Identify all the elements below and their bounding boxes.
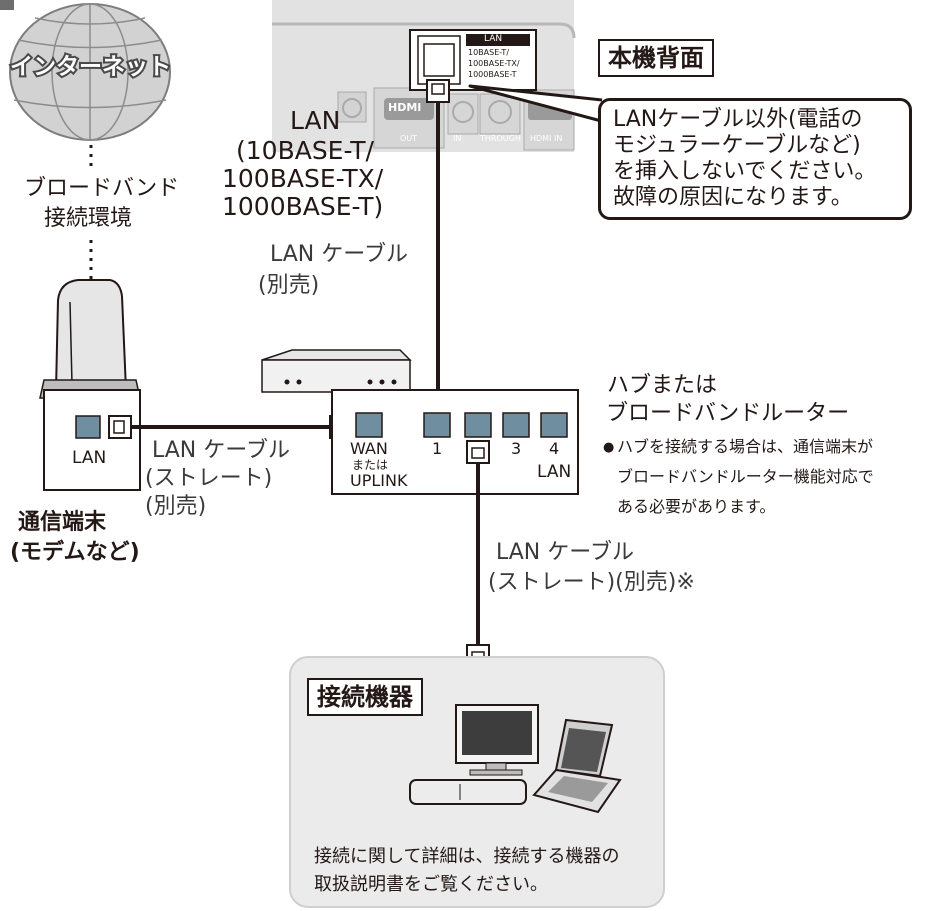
modem-port-label: LAN xyxy=(72,448,107,468)
hub-uplink-label: UPLINK xyxy=(350,471,408,490)
hub-device xyxy=(261,349,579,495)
lan-spec-line3: 100BASE-TX/ xyxy=(222,164,384,193)
cable-left-line2: (ストレート) xyxy=(145,466,273,491)
hub-note-bullet: ● xyxy=(603,440,615,455)
caution-line1: LANケーブル以外(電話の xyxy=(613,107,863,132)
recorder-icon xyxy=(409,779,527,805)
hub-wan-or: または xyxy=(352,458,389,472)
cable-top-line1: LAN ケーブル xyxy=(270,242,408,267)
lan-spec-line2: (10BASE-T/ xyxy=(236,136,374,165)
caution-callout: LANケーブル以外(電話の モジュラーケーブルなど) を挿入しないでください。 … xyxy=(598,98,912,220)
caution-pointer xyxy=(468,84,606,124)
unit-port-spec-1: 10BASE-T/ xyxy=(468,48,510,57)
hub-port-number-1: 1 xyxy=(432,439,443,458)
jack-label-hdmi-in: HDMI IN xyxy=(530,134,563,143)
hub-note-line1: ハブを接続する場合は、通信端末が xyxy=(617,437,874,456)
hub-wan-label: WAN xyxy=(350,439,388,458)
cable-left-line3: (別売) xyxy=(145,494,207,519)
unit-port-spec-2: 100BASE-TX/ xyxy=(468,59,520,68)
devices-note-line1: 接続に関して詳細は、接続する機器の xyxy=(314,846,620,867)
jack-label-through: THROUGH xyxy=(480,134,521,143)
lan-plug-icon xyxy=(108,415,132,439)
unit-port-label: LAN xyxy=(484,34,503,44)
hub-note-line2: ブロードバンドルーター機能対応で xyxy=(617,467,874,486)
lan-spec-line4: 1000BASE-T) xyxy=(222,192,384,221)
broadband-line2: 接続環境 xyxy=(44,206,133,231)
jack-label-out: OUT xyxy=(400,134,418,143)
lan-spec-line1: LAN xyxy=(290,106,341,135)
modem-name-line1: 通信端末 xyxy=(18,510,107,535)
corner-tab xyxy=(0,0,14,10)
hub-port-number-3: 3 xyxy=(511,439,522,458)
unit-port-spec-3: 1000BASE-T xyxy=(468,70,517,79)
cable-left-line1: LAN ケーブル xyxy=(152,438,290,463)
jack-label-in: IN xyxy=(453,134,462,143)
internet-label: インターネット xyxy=(8,52,173,82)
caution-line3: を挿入しないでください。 xyxy=(613,158,877,184)
hub-title-line1: ハブまたは xyxy=(607,373,718,398)
lan-plug-icon xyxy=(426,79,450,103)
devices-title: 接続機器 xyxy=(307,678,423,717)
hub-port-number-4: 4 xyxy=(549,439,560,458)
hub-title-line2: ブロードバンドルーター xyxy=(606,401,850,426)
tv-icon xyxy=(455,704,539,776)
caution-line4: 故障の原因になります。 xyxy=(613,184,853,210)
cable-bottom-line2: (ストレート)(別売)※ xyxy=(488,570,695,595)
unit-back-title: 本機背面 xyxy=(598,39,714,78)
cable-top-line2: (別売) xyxy=(258,273,320,298)
broadband-line1: ブロードバンド xyxy=(24,176,180,201)
hub-lan-label: LAN xyxy=(537,462,572,482)
internet-globe-icon xyxy=(9,3,171,141)
devices-note-line2: 取扱説明書をご覧ください。 xyxy=(314,874,548,895)
laptop-icon xyxy=(532,718,622,814)
modem-name-line2: (モデムなど) xyxy=(10,540,140,565)
hdmi-mark: HDMI xyxy=(388,101,422,114)
lan-plug-icon xyxy=(466,440,490,464)
modem-device xyxy=(39,279,141,491)
unit-rear-panel xyxy=(272,0,576,152)
hub-note-line3: ある必要があります。 xyxy=(617,497,776,516)
cable-bottom-line1: LAN ケーブル xyxy=(496,540,634,565)
caution-line2: モジュラーケーブルなど) xyxy=(613,132,861,158)
